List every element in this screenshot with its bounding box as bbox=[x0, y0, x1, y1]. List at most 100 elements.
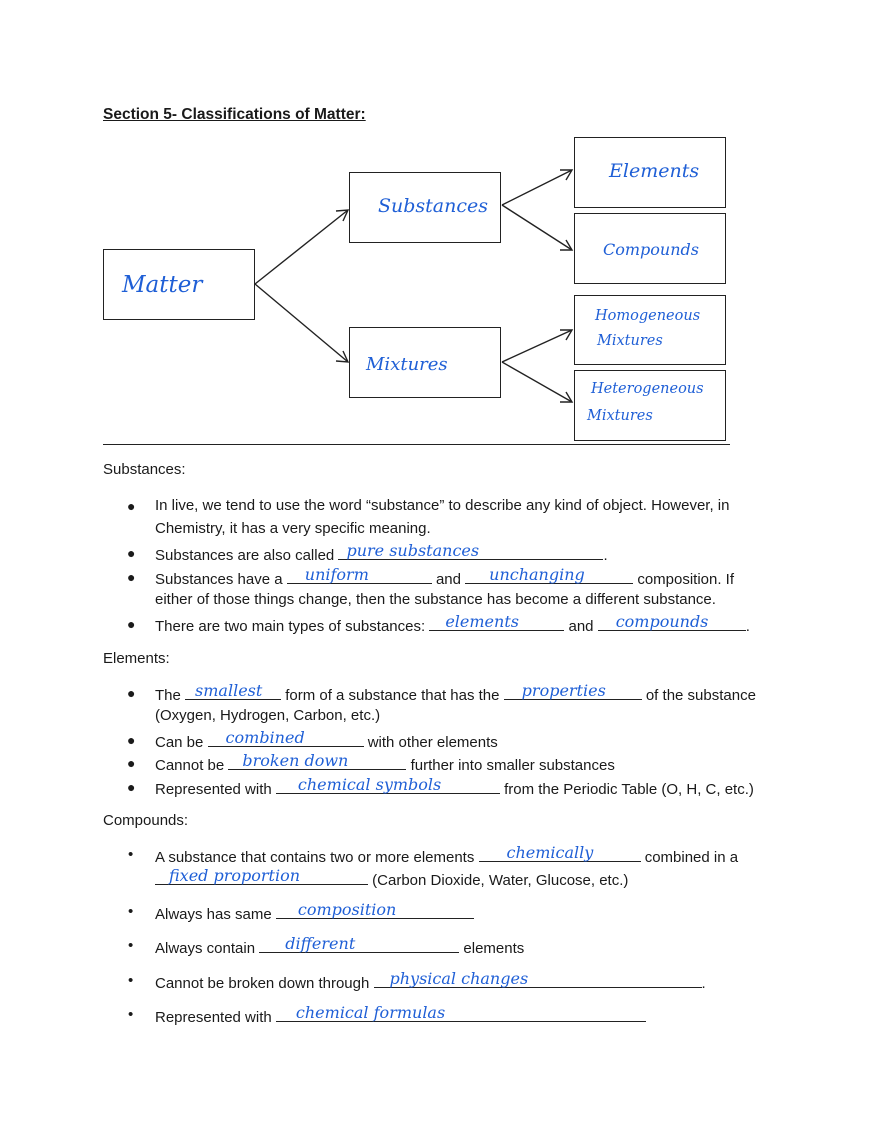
substances-bullet-1-line-2: Chemistry, it has a very specific meanin… bbox=[155, 520, 431, 537]
bullet-icon: ● bbox=[127, 779, 136, 795]
bullet-icon: • bbox=[128, 972, 134, 989]
answer-blank: chemical formulas bbox=[275, 1003, 646, 1022]
compounds-box: Compounds bbox=[574, 213, 726, 284]
bullet-icon: • bbox=[128, 937, 134, 954]
section-divider bbox=[103, 444, 730, 445]
text: Substances have a bbox=[155, 571, 283, 588]
arrow-substances-elements bbox=[501, 169, 573, 206]
bullet-icon: • bbox=[128, 903, 134, 920]
text: (Carbon Dioxide, Water, Glucose, etc.) bbox=[372, 872, 629, 889]
answer-chemical-symbols: chemical symbols bbox=[297, 775, 442, 794]
text: elements bbox=[463, 940, 525, 957]
matter-box: Matter bbox=[103, 249, 255, 320]
answer-chemical-formulas: chemical formulas bbox=[295, 1003, 446, 1022]
text: combined in a bbox=[644, 849, 739, 866]
answer-compounds: compounds bbox=[615, 612, 709, 631]
arrow-matter-substances bbox=[254, 209, 349, 285]
bullet-icon: • bbox=[128, 1006, 134, 1023]
answer-blank: unchanging bbox=[465, 565, 634, 584]
text: A substance that contains two or more el… bbox=[155, 849, 475, 866]
answer-blank: uniform bbox=[286, 565, 432, 584]
answer-blank: different bbox=[259, 934, 460, 953]
text: and bbox=[568, 618, 594, 635]
answer-blank: pure substances bbox=[338, 541, 604, 560]
answer-blank: composition bbox=[275, 900, 474, 919]
matter-label: Matter bbox=[122, 272, 203, 298]
compounds-bullet-2: Always has same composition bbox=[155, 900, 474, 923]
compounds-bullet-4: Cannot be broken down through physical c… bbox=[155, 969, 706, 992]
elements-bullet-1: The smallest form of a substance that ha… bbox=[155, 681, 756, 704]
answer-unchanging: unchanging bbox=[489, 565, 585, 584]
text: Represented with bbox=[155, 781, 272, 798]
elements-bullet-2: Can be combined with other elements bbox=[155, 728, 498, 751]
answer-smallest: smallest bbox=[195, 681, 263, 700]
compounds-bullet-3: Always contain different elements bbox=[155, 934, 525, 957]
answer-blank: broken down bbox=[228, 751, 407, 770]
substances-bullet-4: There are two main types of substances: … bbox=[155, 612, 750, 635]
compounds-heading: Compounds: bbox=[103, 812, 189, 829]
text: of the substance bbox=[645, 687, 756, 704]
answer-blank: elements bbox=[429, 612, 565, 631]
answer-blank: properties bbox=[503, 681, 642, 700]
text: Cannot be bbox=[155, 757, 225, 774]
bullet-icon: ● bbox=[127, 498, 136, 514]
text: Cannot be broken down through bbox=[155, 975, 370, 992]
text: from the Periodic Table (O, H, C, etc.) bbox=[504, 781, 754, 798]
answer-elements: elements bbox=[445, 612, 519, 631]
bullet-icon: ● bbox=[127, 755, 136, 771]
text: . bbox=[701, 975, 706, 992]
homogeneous-label-1: Homogeneous bbox=[595, 308, 701, 324]
substances-label: Substances bbox=[378, 195, 489, 217]
elements-box: Elements bbox=[574, 137, 726, 208]
homogeneous-label-2: Mixtures bbox=[597, 333, 663, 349]
answer-blank: chemical symbols bbox=[275, 775, 500, 794]
bullet-icon: ● bbox=[127, 616, 136, 632]
answer-blank: physical changes bbox=[373, 969, 702, 988]
arrow-mixtures-heterogeneous bbox=[501, 361, 573, 403]
elements-label: Elements bbox=[609, 160, 700, 182]
arrow-mixtures-homogeneous bbox=[501, 329, 573, 363]
answer-physical-changes: physical changes bbox=[389, 969, 529, 988]
answer-uniform: uniform bbox=[304, 565, 369, 584]
heterogeneous-box: Heterogeneous Mixtures bbox=[574, 370, 726, 441]
mixtures-label: Mixtures bbox=[366, 354, 448, 375]
text: The bbox=[155, 687, 181, 704]
arrow-matter-mixtures bbox=[254, 283, 349, 363]
answer-blank: compounds bbox=[597, 612, 746, 631]
substances-bullet-3: Substances have a uniform and unchanging… bbox=[155, 565, 734, 588]
bullet-icon: • bbox=[128, 846, 134, 863]
heterogeneous-label-2: Mixtures bbox=[587, 408, 653, 424]
mixtures-box: Mixtures bbox=[349, 327, 501, 398]
bullet-icon: ● bbox=[127, 685, 136, 701]
text: . bbox=[603, 547, 608, 564]
text: Can be bbox=[155, 734, 204, 751]
bullet-icon: ● bbox=[127, 569, 136, 585]
homogeneous-box: Homogeneous Mixtures bbox=[574, 295, 726, 365]
bullet-icon: ● bbox=[127, 732, 136, 748]
answer-composition: composition bbox=[297, 900, 397, 919]
text: Always has same bbox=[155, 906, 272, 923]
text: . bbox=[745, 618, 750, 635]
answer-fixed-proportion: fixed proportion bbox=[169, 866, 301, 885]
elements-bullet-4: Represented with chemical symbols from t… bbox=[155, 775, 754, 798]
text: Always contain bbox=[155, 940, 256, 957]
compounds-bullet-5: Represented with chemical formulas bbox=[155, 1003, 646, 1026]
compounds-bullet-1-line-2: fixed proportion (Carbon Dioxide, Water,… bbox=[155, 866, 629, 889]
answer-pure-substances: pure substances bbox=[346, 541, 480, 560]
elements-heading: Elements: bbox=[103, 650, 170, 667]
answer-blank: combined bbox=[207, 728, 364, 747]
answer-blank: smallest bbox=[185, 681, 282, 700]
classification-arrows bbox=[254, 169, 574, 403]
answer-properties: properties bbox=[521, 681, 606, 700]
answer-combined: combined bbox=[225, 728, 305, 747]
compounds-bullet-1: A substance that contains two or more el… bbox=[155, 843, 739, 866]
answer-chemically: chemically bbox=[506, 843, 594, 862]
compounds-label: Compounds bbox=[603, 240, 699, 259]
substances-bullet-3-line-2: either of those things change, then the … bbox=[155, 591, 716, 608]
substances-heading: Substances: bbox=[103, 461, 186, 478]
text: Represented with bbox=[155, 1009, 272, 1026]
substances-bullet-2: Substances are also called pure substanc… bbox=[155, 541, 608, 564]
heterogeneous-label-1: Heterogeneous bbox=[591, 381, 704, 397]
text: form of a substance that has the bbox=[285, 687, 500, 704]
answer-blank: chemically bbox=[478, 843, 641, 862]
